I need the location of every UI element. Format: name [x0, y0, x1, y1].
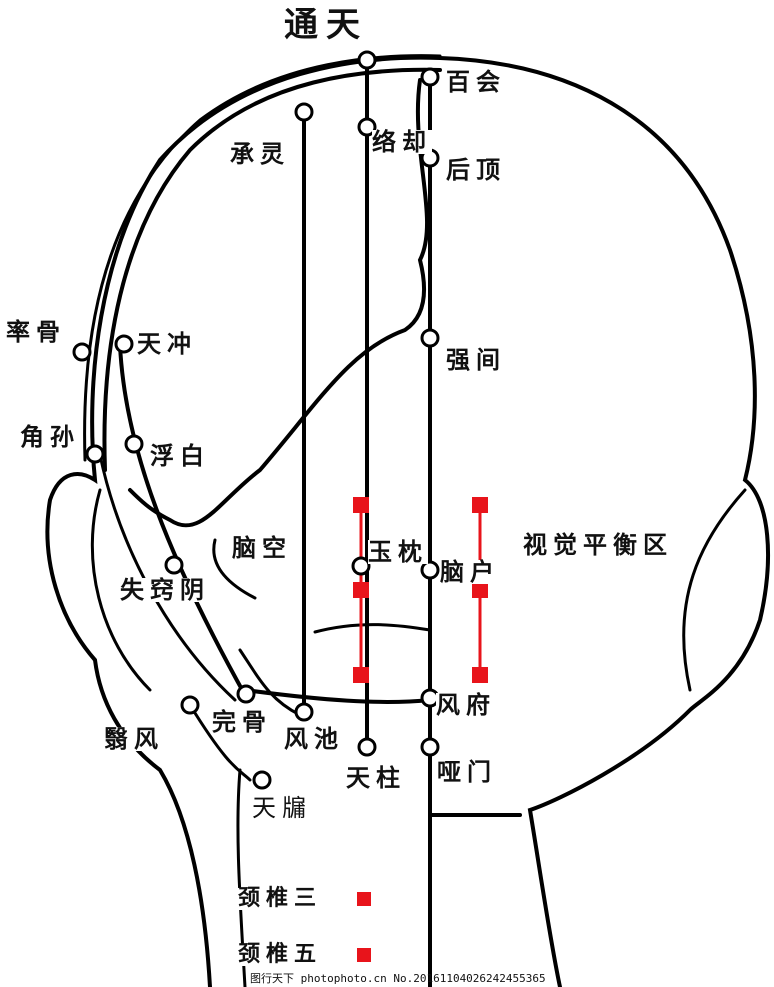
label-naohu: 脑户: [440, 558, 500, 586]
occipital-curve: [313, 623, 432, 634]
label-yifeng: 翳风: [104, 725, 164, 753]
ear-right: [682, 488, 747, 692]
ear-left: [90, 488, 152, 692]
inner-head-arc: [102, 67, 442, 472]
label-jiaosun: 角孙: [20, 423, 80, 451]
label-yamen: 哑门: [437, 758, 497, 786]
label-tianchong: 天冲: [137, 330, 197, 358]
inner-head-arc-2: [83, 54, 442, 462]
label-fubai: 浮白: [150, 442, 210, 470]
acupoint-markers: [72, 50, 440, 790]
label-tianzhu: 天柱: [346, 764, 406, 792]
label-qiaoyin: 失窍阴: [120, 576, 210, 604]
label-houding: 后顶: [446, 156, 506, 184]
label-tianyou: 天牖: [252, 794, 312, 822]
head-outline: [45, 55, 770, 987]
watermark: 图行天下 photophoto.cn No.201611040262424553…: [250, 972, 546, 985]
visual-balance-zone: [353, 497, 488, 683]
label-wangu: 完骨: [212, 708, 272, 736]
label-baihui: 百会: [446, 68, 506, 96]
title-tongtian: 通天: [284, 5, 368, 45]
label-fengchi: 风池: [284, 725, 344, 753]
label-fengfu: 风府: [436, 691, 496, 719]
label-yuzhen: 玉枕: [368, 538, 428, 566]
label-luoque: 络却: [372, 128, 432, 156]
label-chengling: 承灵: [230, 140, 290, 168]
label-qiangjian: 强间: [446, 346, 506, 374]
legend-c5-swatch: [357, 948, 371, 962]
legend-c3-swatch: [357, 892, 371, 906]
lambdoid-suture: [128, 78, 429, 528]
label-visual-balance-zone: 视觉平衡区: [523, 531, 673, 559]
gallbladder-line: [118, 343, 247, 697]
label-shuaigu: 率骨: [6, 318, 66, 346]
legend-c5-label: 颈椎五: [238, 942, 323, 967]
label-naokong: 脑空: [232, 534, 292, 562]
legend-c3-label: 颈椎三: [238, 886, 323, 911]
